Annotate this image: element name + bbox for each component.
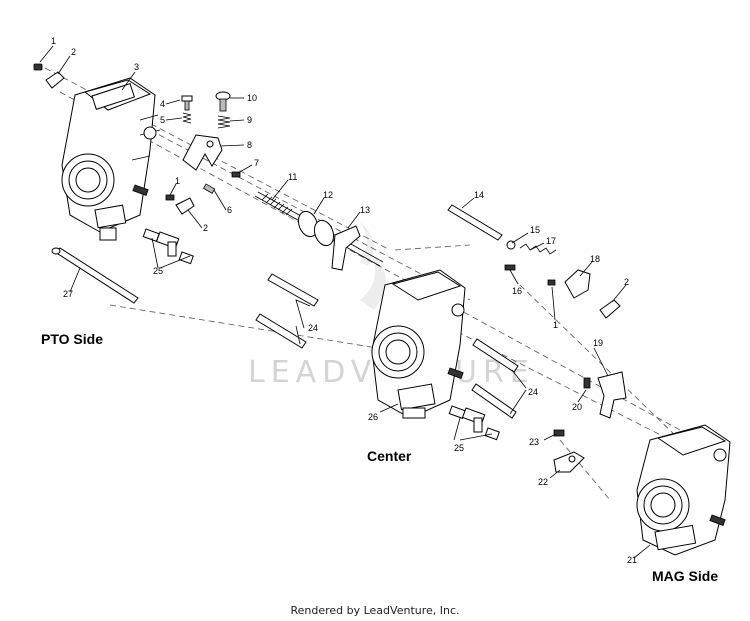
callout-1c: 1: [553, 320, 558, 330]
pin-part-16: [504, 264, 516, 271]
callout-12: 12: [323, 190, 333, 200]
callout-2b: 2: [203, 223, 208, 233]
tube-part-24a: [255, 273, 319, 349]
screw-part-7: [231, 171, 241, 178]
callout-22: 22: [538, 477, 548, 487]
rod-part-27: [51, 247, 139, 304]
spring-part-5: [182, 112, 192, 124]
screw-part-20: [583, 377, 591, 389]
footer-credit: Rendered by LeadVenture, Inc.: [290, 604, 460, 617]
label-pto-side: PTO Side: [41, 331, 103, 347]
bracket-part-2c: [599, 299, 621, 319]
bracket-part-2a: [45, 71, 65, 89]
label-mag-side: MAG Side: [652, 568, 718, 584]
callout-20: 20: [572, 402, 582, 412]
pto-carburetor: [61, 77, 161, 241]
spring-part-17: [519, 243, 557, 255]
pin-part-6: [202, 183, 216, 194]
washer-part-15: [506, 240, 516, 250]
callout-16: 16: [512, 286, 522, 296]
callout-24b: 24: [528, 387, 538, 397]
callout-27: 27: [63, 289, 73, 299]
callout-4: 4: [160, 99, 165, 109]
screw-part-1a: [33, 63, 43, 71]
plate-part-22: [553, 451, 585, 473]
callout-17: 17: [546, 236, 556, 246]
mag-carburetor: [636, 424, 731, 556]
callout-9: 9: [247, 115, 252, 125]
callout-numbers: 1 2 3 4 5 10 9 8 7 1 6 2 11 12 13 25 27 …: [51, 36, 637, 565]
screw-part-1b: [165, 194, 175, 201]
collar-part-12: [297, 210, 335, 247]
bracket-part-18: [564, 269, 591, 299]
screw-part-4: [181, 95, 193, 111]
bracket-part-19: [597, 371, 627, 419]
center-carburetor: [371, 269, 466, 419]
callout-14: 14: [474, 190, 484, 200]
fitting-part-25a: [142, 228, 194, 265]
callout-1a: 1: [51, 36, 56, 46]
callout-10: 10: [247, 93, 257, 103]
label-center: Center: [367, 448, 412, 464]
callout-19: 19: [593, 338, 603, 348]
callout-2c: 2: [624, 277, 629, 287]
rod-part-14: [447, 204, 503, 241]
callout-6: 6: [227, 205, 232, 215]
bracket-part-8: [182, 134, 223, 171]
callout-18: 18: [590, 254, 600, 264]
callout-21: 21: [627, 555, 637, 565]
lever-part-13: [331, 225, 361, 271]
callout-13: 13: [360, 205, 370, 215]
callout-26: 26: [368, 412, 378, 422]
screw-part-10: [215, 91, 231, 112]
callout-23: 23: [529, 437, 539, 447]
callout-11: 11: [288, 172, 297, 182]
spring-part-9: [217, 115, 231, 129]
callout-5: 5: [160, 115, 165, 125]
callout-25b: 25: [454, 443, 464, 453]
callout-25a: 25: [153, 266, 163, 276]
tube-part-24b: [471, 338, 519, 419]
callout-24a: 24: [308, 323, 318, 333]
callout-15: 15: [530, 225, 540, 235]
screw-part-1c: [547, 279, 556, 286]
callout-2a: 2: [71, 47, 76, 57]
callout-1b: 1: [175, 176, 180, 186]
callout-8: 8: [247, 140, 252, 150]
leader-lines: [39, 45, 651, 559]
callout-7: 7: [254, 158, 259, 168]
callout-3: 3: [134, 62, 139, 72]
screw-part-23: [553, 429, 565, 437]
bracket-part-2b: [175, 197, 195, 215]
fitting-part-25b: [448, 405, 500, 441]
